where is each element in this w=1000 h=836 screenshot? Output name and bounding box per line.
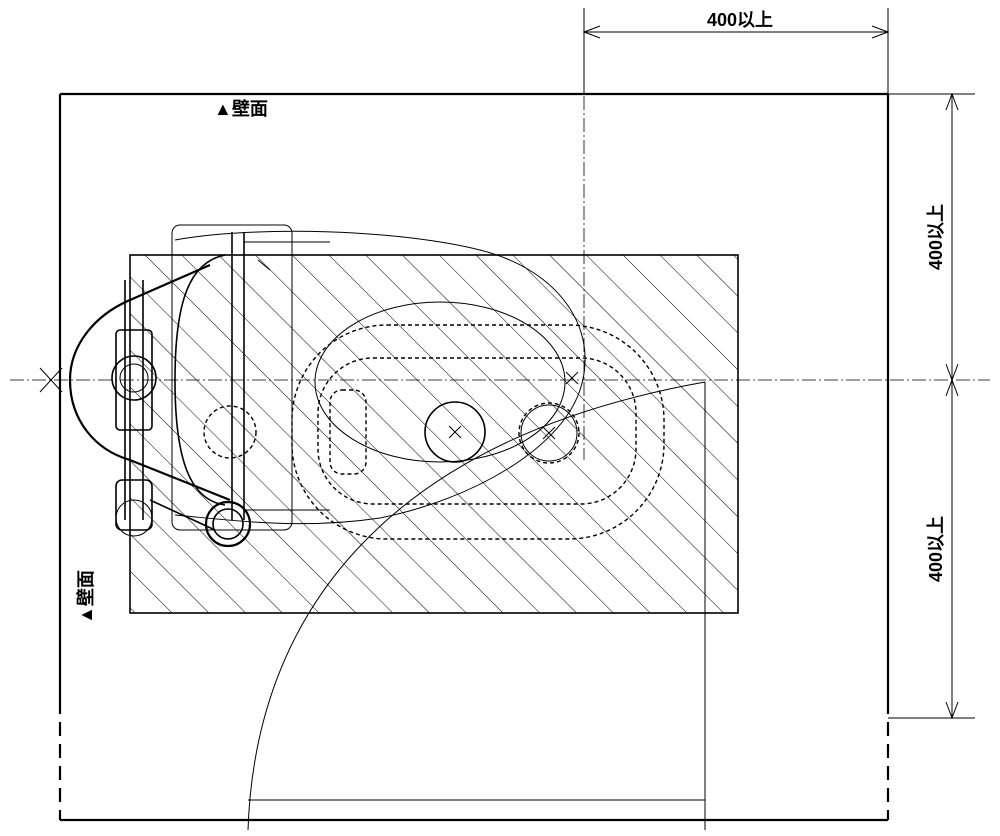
dimension-top: 400以上 [582,8,890,94]
centerlines [10,30,990,460]
door-swing [247,381,706,831]
water-supply-valve [39,263,252,548]
dimension-right: 400以上 400以上 [888,92,975,720]
wall-label-top: ▲壁面 [214,98,268,119]
dimension-right-upper-label: 400以上 [926,204,946,270]
wall-label-left: ▲壁面 [75,570,96,624]
dimension-top-label: 400以上 [707,10,773,30]
room-outline [58,92,890,822]
toilet-bowl [174,230,665,540]
dimension-right-lower-label: 400以上 [926,516,946,582]
hatched-installation-area [129,254,739,614]
